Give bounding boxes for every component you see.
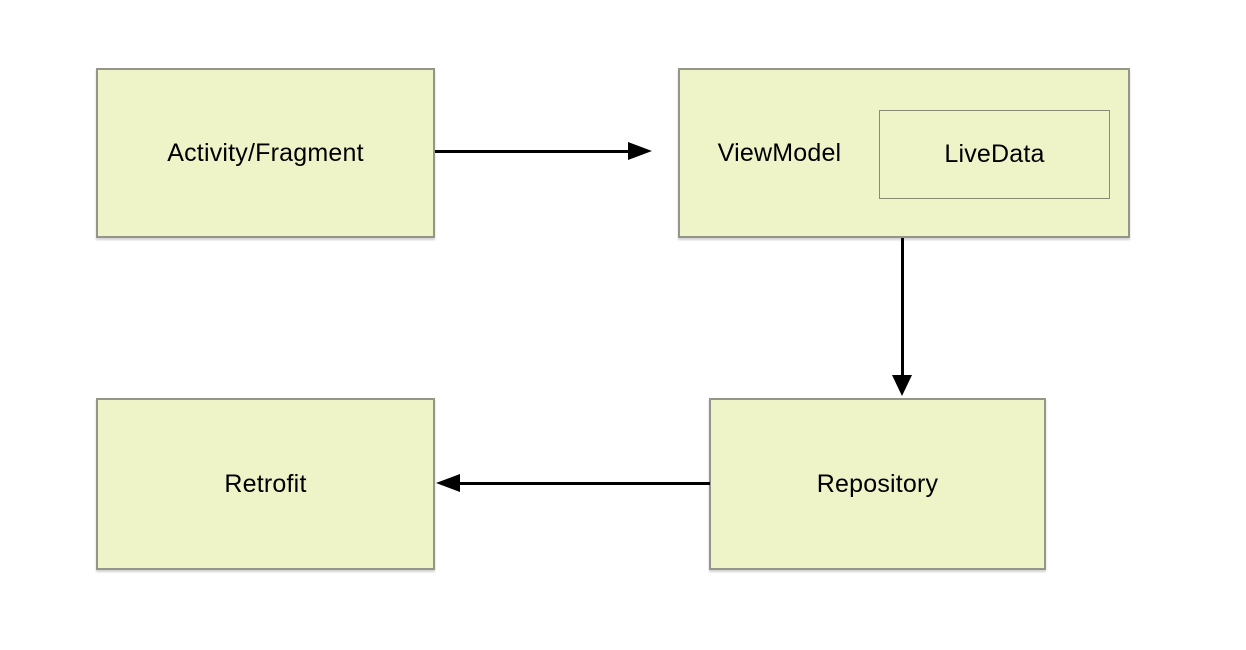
node-viewmodel: ViewModel LiveData	[678, 68, 1130, 238]
arrow-line	[901, 238, 904, 375]
node-label: ViewModel	[717, 138, 842, 167]
node-activity-fragment: Activity/Fragment	[96, 68, 435, 238]
arrowhead-left-icon	[436, 474, 460, 492]
node-label: Activity/Fragment	[167, 138, 364, 167]
node-label: LiveData	[944, 140, 1045, 168]
arrowhead-down-icon	[892, 375, 912, 396]
node-retrofit: Retrofit	[96, 398, 435, 570]
arrow-line	[460, 482, 710, 485]
arrow-line	[435, 150, 628, 153]
node-label: Retrofit	[224, 469, 307, 498]
node-repository: Repository	[709, 398, 1046, 570]
node-label: Repository	[816, 469, 939, 498]
viewmodel-label-region: ViewModel	[680, 70, 879, 236]
node-livedata: LiveData	[879, 110, 1110, 199]
arrowhead-right-icon	[628, 142, 652, 160]
